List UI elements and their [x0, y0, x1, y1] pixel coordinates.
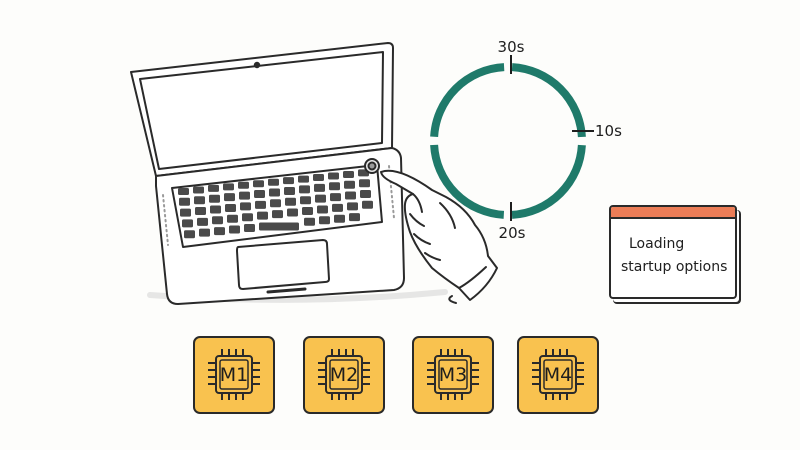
chip-icon	[208, 349, 260, 400]
key	[284, 186, 295, 195]
note-text: Loading startup options	[611, 219, 735, 279]
laptop-icon	[130, 42, 448, 305]
timer-label-20s: 20s	[499, 224, 526, 242]
chip-icon	[427, 349, 479, 400]
key	[184, 230, 195, 239]
key	[272, 210, 283, 219]
key	[238, 181, 249, 189]
key	[269, 188, 280, 197]
key	[285, 197, 296, 206]
key	[179, 197, 190, 206]
key	[214, 227, 225, 236]
pointing-hand-icon	[380, 169, 498, 304]
key	[182, 219, 193, 228]
countdown-timer-ring: 30s 10s 20s	[430, 38, 622, 242]
note-line-1: Loading	[629, 236, 685, 252]
chip-label: M3	[438, 364, 468, 386]
key	[227, 214, 238, 223]
key	[270, 199, 281, 208]
chip-label: M1	[219, 364, 249, 386]
timer-ring	[430, 63, 586, 219]
key	[329, 182, 340, 191]
key	[244, 224, 255, 232]
key	[319, 216, 330, 225]
key	[255, 200, 266, 209]
key	[314, 183, 325, 192]
note-header-bar	[611, 207, 735, 219]
key	[360, 190, 371, 198]
key	[298, 175, 309, 183]
key	[239, 191, 250, 200]
key	[344, 180, 355, 189]
key	[283, 177, 294, 185]
key	[225, 203, 236, 212]
key	[349, 213, 360, 222]
key	[300, 196, 311, 205]
key	[253, 180, 264, 188]
key	[313, 174, 324, 182]
power-button-icon	[364, 158, 380, 174]
key	[362, 200, 373, 209]
key	[287, 208, 298, 217]
key	[193, 186, 204, 194]
chip-label: M2	[329, 364, 359, 386]
key	[268, 178, 279, 186]
key	[332, 203, 343, 212]
key	[209, 194, 220, 203]
chip-label: M4	[543, 364, 573, 386]
key	[242, 213, 253, 222]
chip-m1: M1	[193, 336, 275, 414]
key	[315, 194, 326, 203]
chip-m4: M4	[517, 336, 599, 414]
key	[304, 217, 315, 226]
key	[317, 205, 328, 214]
key	[254, 190, 265, 199]
key	[328, 172, 339, 180]
key	[229, 225, 240, 234]
key	[208, 184, 219, 192]
timer-label-30s: 30s	[498, 38, 525, 56]
key	[197, 217, 208, 226]
key	[347, 202, 358, 211]
key	[223, 183, 234, 191]
key	[224, 193, 235, 202]
key	[259, 222, 299, 231]
key	[180, 208, 191, 217]
key	[334, 214, 345, 223]
chip-icon	[532, 349, 584, 400]
chip-m3: M3	[412, 336, 494, 414]
chip-icon	[318, 349, 370, 400]
note-line-2: startup options	[621, 259, 728, 275]
chip-m2: M2	[303, 336, 385, 414]
keyboard-keys	[178, 169, 373, 239]
key	[210, 205, 221, 214]
key	[359, 179, 370, 188]
key	[195, 207, 206, 216]
status-note-card: Loading startup options	[609, 205, 737, 299]
key	[299, 185, 310, 194]
timer-label-10s: 10s	[595, 122, 622, 140]
key	[240, 202, 251, 211]
key	[194, 196, 205, 205]
key	[343, 170, 354, 178]
key	[199, 228, 210, 237]
key	[330, 193, 341, 202]
key	[345, 191, 356, 200]
key	[257, 211, 268, 220]
key	[302, 207, 313, 215]
key	[212, 216, 223, 225]
key	[178, 188, 189, 195]
